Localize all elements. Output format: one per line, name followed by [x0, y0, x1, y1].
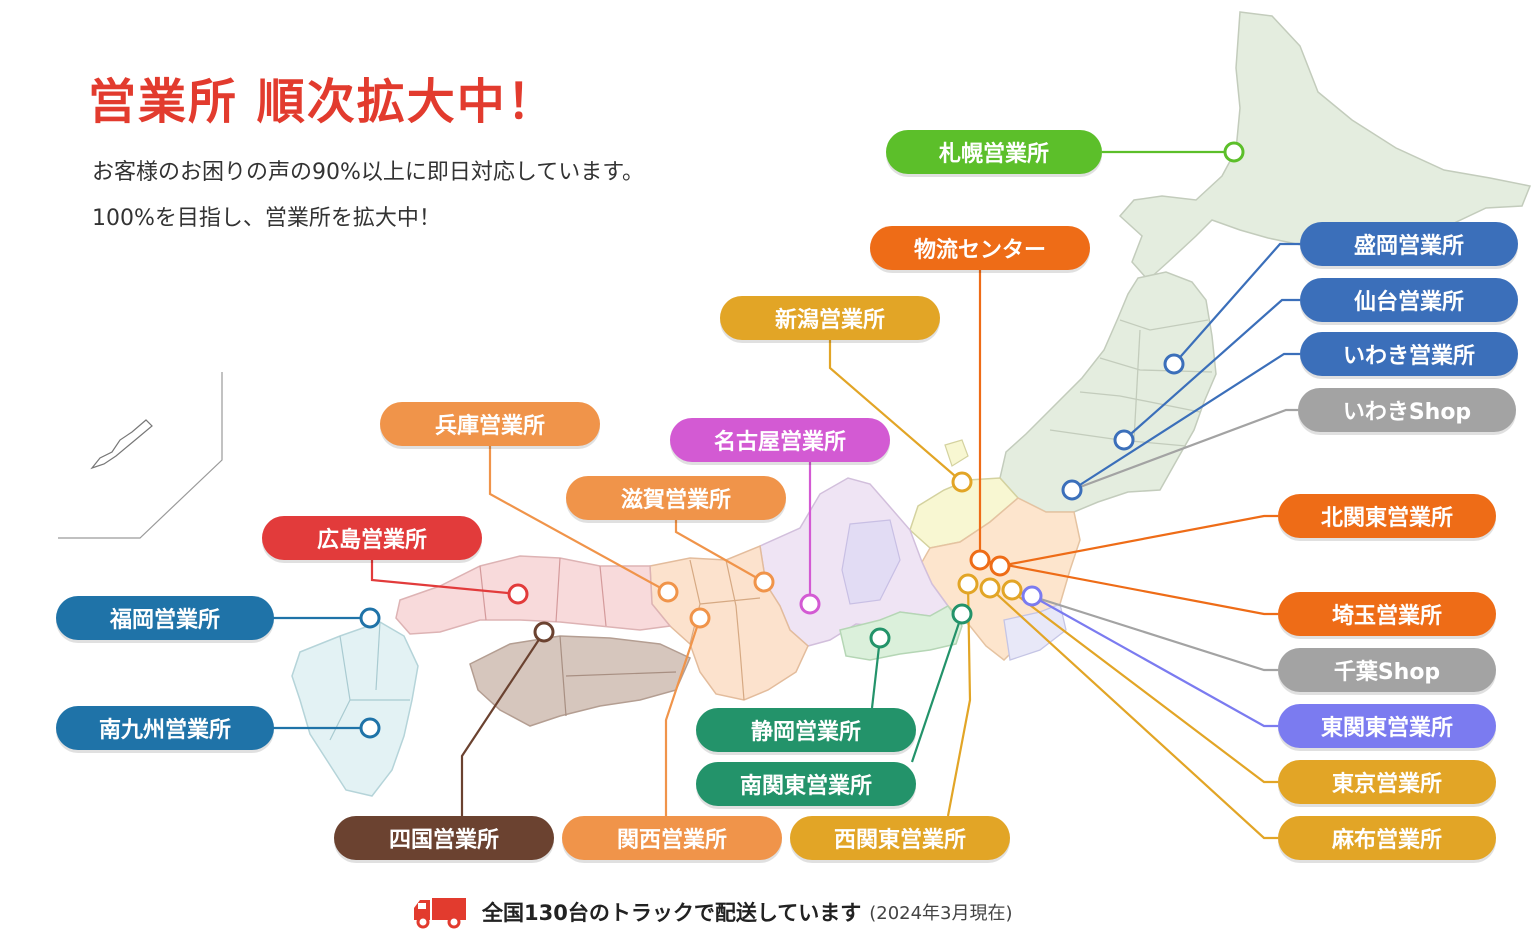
office-label-hyogo[interactable]: 兵庫営業所: [380, 402, 600, 446]
pin-nishikanto[interactable]: [957, 573, 979, 595]
office-label-shiga[interactable]: 滋賀営業所: [566, 476, 786, 520]
pin-hiroshima[interactable]: [507, 583, 529, 605]
footer-note: 全国130台のトラックで配送しています (2024年3月現在): [412, 894, 1013, 930]
tokai-region: [839, 605, 963, 661]
office-label-saitama[interactable]: 埼玉営業所: [1278, 592, 1496, 636]
sado-island: [944, 439, 969, 467]
office-label-niigata[interactable]: 新潟営業所: [720, 296, 940, 340]
pin-kansai[interactable]: [689, 607, 711, 629]
shikoku-borders: [559, 635, 677, 717]
footer-date-note: (2024年3月現在): [869, 903, 1013, 924]
location-pins: [359, 141, 1245, 739]
pin-tokyo[interactable]: [979, 577, 1001, 599]
pin-shikoku[interactable]: [533, 621, 555, 643]
pin-minamikyushu[interactable]: [359, 717, 381, 739]
pin-hyogo[interactable]: [657, 581, 679, 603]
chugoku-borders: [479, 557, 607, 627]
office-label-kansai[interactable]: 関西営業所: [562, 816, 782, 860]
pin-sendai[interactable]: [1113, 429, 1135, 451]
office-label-iwaki[interactable]: いわき営業所: [1300, 332, 1518, 376]
intro-line-2: 100%を目指し、営業所を拡大中！: [92, 206, 441, 231]
office-label-sapporo[interactable]: 札幌営業所: [886, 130, 1102, 174]
kyushu-region: [291, 621, 419, 797]
nagano-prefecture: [841, 519, 901, 605]
leader-lines: [272, 150, 1300, 840]
page-title: 営業所 順次拡大中！: [88, 74, 557, 130]
office-label-nagoya[interactable]: 名古屋営業所: [670, 418, 890, 462]
office-label-shizuoka[interactable]: 静岡営業所: [696, 708, 916, 752]
pin-niigata[interactable]: [951, 471, 973, 493]
pin-chiba-shop[interactable]: [1001, 579, 1023, 601]
pin-nagoya[interactable]: [799, 593, 821, 615]
pin-butsuryu[interactable]: [969, 549, 991, 571]
intro-line-1: お客様のお困りの声の90%以上に即日対応しています。: [92, 160, 645, 185]
pin-iwaki[interactable]: [1061, 479, 1083, 501]
office-label-shikoku[interactable]: 四国営業所: [334, 816, 554, 860]
footer-text: 全国130台のトラックで配送しています: [482, 901, 862, 925]
pin-sapporo[interactable]: [1223, 141, 1245, 163]
tohoku-region: [999, 271, 1217, 513]
pin-higashikanto[interactable]: [1021, 585, 1043, 607]
pin-shiga[interactable]: [753, 571, 775, 593]
shikoku-region: [469, 635, 691, 727]
kansai-region: [649, 544, 809, 701]
chugoku-region: [395, 555, 672, 635]
office-label-sendai[interactable]: 仙台営業所: [1300, 278, 1518, 322]
office-label-higashikanto[interactable]: 東関東営業所: [1278, 704, 1496, 748]
office-label-nishikanto[interactable]: 西関東営業所: [790, 816, 1010, 860]
pin-shizuoka[interactable]: [869, 627, 891, 649]
office-label-hiroshima[interactable]: 広島営業所: [262, 516, 482, 560]
office-label-tokyo[interactable]: 東京営業所: [1278, 760, 1496, 804]
pin-fukuoka[interactable]: [359, 607, 381, 629]
office-label-fukuoka[interactable]: 福岡営業所: [56, 596, 274, 640]
office-label-butsuryu[interactable]: 物流センター: [870, 226, 1090, 270]
truck-icon: [412, 894, 468, 930]
kansai-borders: [689, 559, 761, 701]
office-label-morioka[interactable]: 盛岡営業所: [1300, 222, 1518, 266]
office-label-kitakanto[interactable]: 北関東営業所: [1278, 494, 1496, 538]
pin-kitakanto[interactable]: [989, 555, 1011, 577]
pin-morioka[interactable]: [1163, 353, 1185, 375]
office-label-minamikyushu[interactable]: 南九州営業所: [56, 706, 274, 750]
office-label-chiba-shop[interactable]: 千葉Shop: [1278, 648, 1496, 692]
kyushu-borders: [329, 621, 410, 741]
okinawa-inset: [58, 372, 223, 539]
pin-minamikanto[interactable]: [951, 603, 973, 625]
office-label-iwaki-shop[interactable]: いわきShop: [1298, 388, 1516, 432]
office-label-azabu[interactable]: 麻布営業所: [1278, 816, 1496, 860]
hokkaido-region: [1118, 11, 1532, 282]
office-label-minamikanto[interactable]: 南関東営業所: [696, 762, 916, 806]
